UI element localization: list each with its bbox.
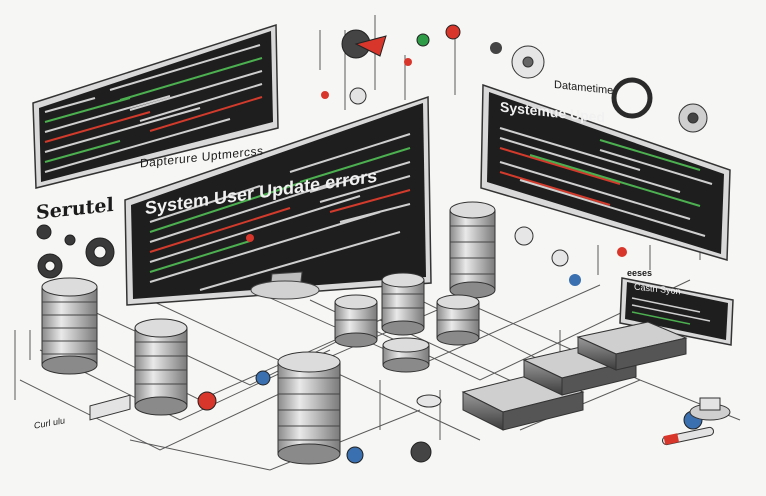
server-stack-small-a [334,294,378,348]
status-indicators [197,24,703,464]
server-stack-tall [449,201,496,299]
server-stack-left [41,277,98,375]
cog-icon [611,77,653,119]
server-stack-bottom [277,351,341,465]
router-icon [382,337,430,373]
rack-slab-group [461,321,688,431]
monitor-top-left [32,23,279,189]
monitor-right [480,83,731,261]
server-stack-center-left [134,318,188,416]
server-stack-small-b [436,294,480,346]
flower-gear-icon [511,45,708,267]
toggle-icon [661,426,715,446]
gear-icon [36,224,115,279]
small-tag: eeses [627,268,653,278]
dial-icon [416,394,731,421]
server-stack-mid [381,272,425,336]
bug-icon [341,29,502,463]
cable-plug-icon [89,394,131,421]
monitor-main [124,95,432,306]
